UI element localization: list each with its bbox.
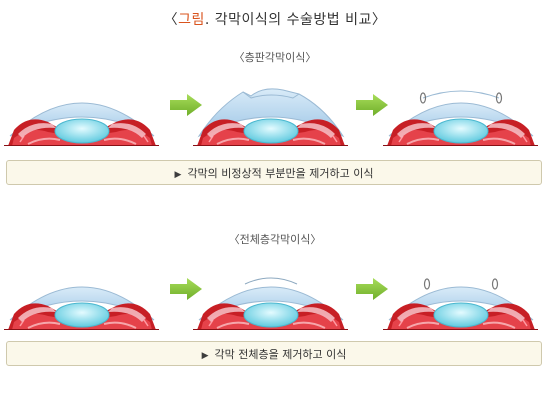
- eye-diagram-intact: [4, 102, 159, 146]
- title-accent: 그림: [178, 12, 205, 28]
- eye-diagram-lamellar-graft: [383, 90, 538, 146]
- play-triangle-icon: ▶: [174, 170, 182, 180]
- suture-icon: [491, 278, 499, 290]
- caption-box-lamellar: ▶ 각막의 비정상적 부분만을 제거하고 이식: [6, 160, 542, 185]
- figure-title: 〈그림. 각막이식의 수술방법 비교〉: [163, 12, 387, 28]
- eye-diagram-layer-removed: [193, 88, 348, 146]
- play-triangle-icon: ▶: [201, 351, 209, 361]
- arrow-right-icon: [356, 94, 388, 116]
- title-text: . 각막이식의 수술방법 비교: [204, 12, 372, 28]
- suture-icon: [423, 278, 431, 290]
- section-heading-penetrating: 〈전체층각막이식〉: [228, 233, 322, 246]
- caption-box-penetrating: ▶ 각막 전체층을 제거하고 이식: [6, 341, 542, 366]
- eye-diagram-intact: [4, 286, 159, 330]
- arrow-right-icon: [170, 278, 202, 300]
- eye-diagram-full-graft: [383, 278, 538, 330]
- caption-text: 각막의 비정상적 부분만을 제거하고 이식: [187, 167, 374, 180]
- suture-icon: [419, 92, 427, 104]
- arrow-right-icon: [356, 278, 388, 300]
- caption-text: 각막 전체층을 제거하고 이식: [214, 348, 347, 361]
- suture-icon: [495, 92, 503, 104]
- section-heading-lamellar: 〈층판각막이식〉: [233, 51, 317, 64]
- arrow-right-icon: [170, 94, 202, 116]
- eye-diagram-full-removed: [193, 277, 348, 330]
